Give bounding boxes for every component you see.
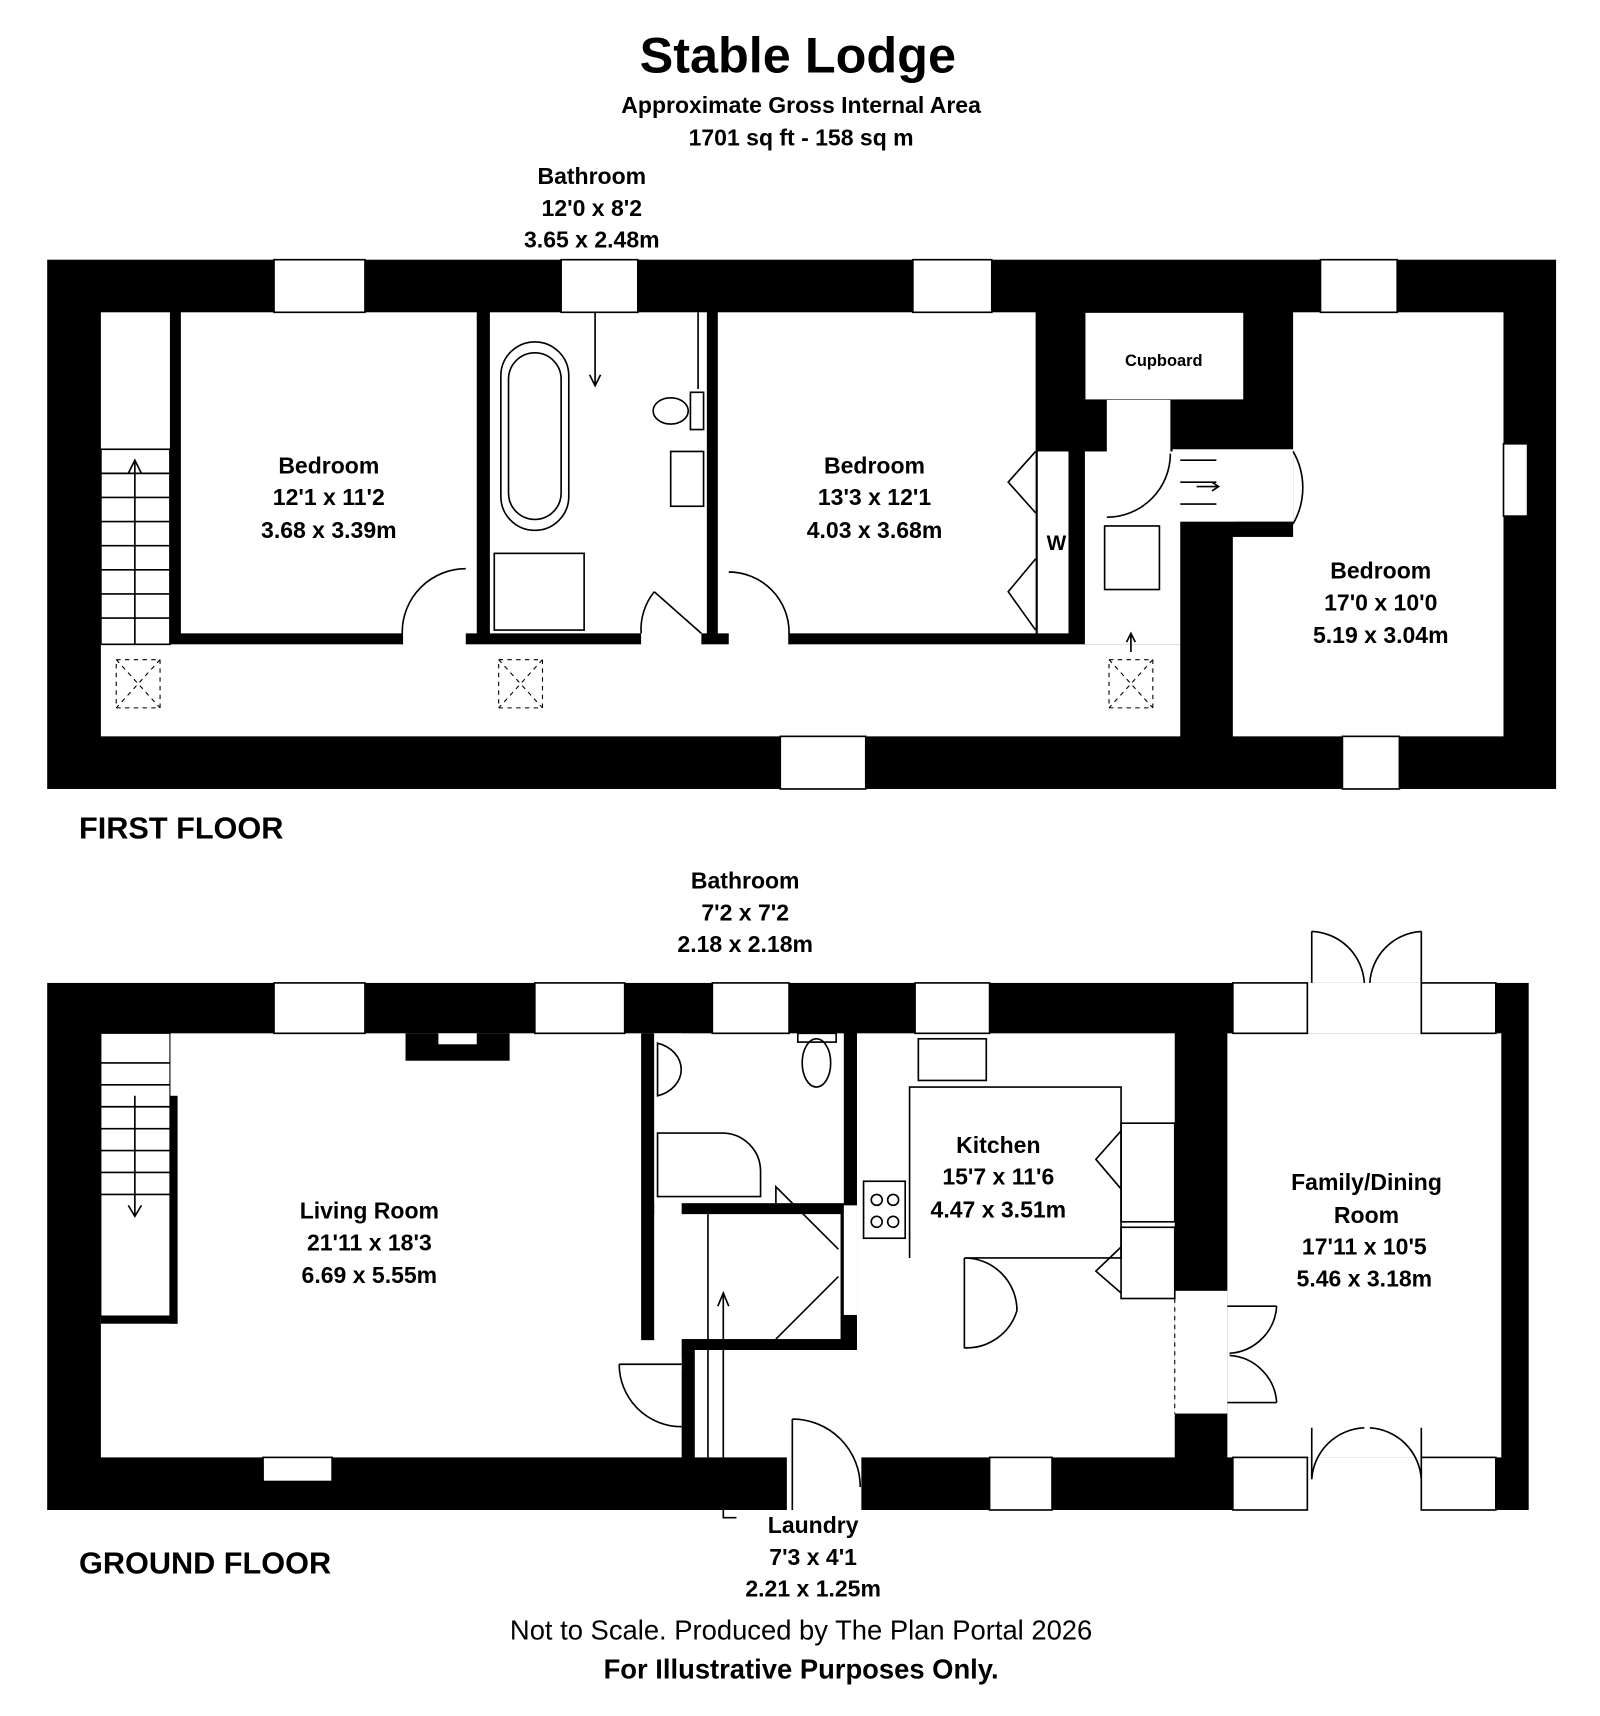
room-name: Bathroom xyxy=(691,868,800,894)
door xyxy=(618,1363,682,1428)
room-name: Bedroom xyxy=(1330,558,1431,584)
room-dimensions-metric: 3.65 x 2.48m xyxy=(524,227,660,253)
room-name: Kitchen xyxy=(956,1132,1040,1158)
room-name: Family/Dining xyxy=(1291,1169,1442,1195)
window xyxy=(779,735,867,790)
door-bedroom-1 xyxy=(401,567,466,645)
plan-subtitle: Approximate Gross Internal Area xyxy=(621,92,981,118)
room-name: Laundry xyxy=(768,1512,859,1538)
bedroom-3 xyxy=(1293,312,1504,543)
wardrobe-label: W xyxy=(1047,532,1067,555)
room-dimensions-imperial: 12'0 x 8'2 xyxy=(542,195,642,221)
sink xyxy=(669,450,705,508)
french-doors-front xyxy=(1310,1426,1423,1480)
room-dimensions-imperial: 17'11 x 10'5 xyxy=(1302,1234,1427,1260)
ground-floor-plan: Bathroom 7'2 x 7'2 2.18 x 2.18m xyxy=(47,868,1529,1602)
first-floor-label: FIRST FLOOR xyxy=(79,810,283,845)
window xyxy=(273,982,366,1035)
cupboard-unit xyxy=(1120,1122,1176,1223)
room-dimensions-imperial: 15'7 x 11'6 xyxy=(942,1164,1054,1190)
illustrative-note: For Illustrative Purposes Only. xyxy=(604,1654,999,1685)
room-name: Bathroom xyxy=(537,163,646,189)
room-dimensions-metric: 5.46 x 3.18m xyxy=(1297,1265,1433,1291)
wardrobe xyxy=(1037,451,1069,634)
room-dimensions-imperial: 17'0 x 10'0 xyxy=(1324,589,1437,615)
window xyxy=(1502,442,1529,517)
laundry-pointer xyxy=(707,1214,730,1458)
kitchen-counter xyxy=(908,1086,1122,1349)
double-door xyxy=(1227,1305,1278,1404)
room-dimensions-metric: 4.03 x 3.68m xyxy=(807,517,943,543)
french-doors-rear xyxy=(1310,930,1423,983)
room-dimensions-imperial: 21'11 x 18'3 xyxy=(307,1229,432,1255)
toilet xyxy=(652,396,690,425)
room-name: Bedroom xyxy=(278,452,379,478)
room-name: Room xyxy=(1334,1202,1399,1228)
room-dimensions-metric: 2.18 x 2.18m xyxy=(677,931,813,957)
cupboard-label: Cupboard xyxy=(1125,352,1203,370)
room-dimensions-imperial: 7'2 x 7'2 xyxy=(701,899,789,925)
shower xyxy=(493,552,585,631)
bedroom-2 xyxy=(717,312,1036,634)
window xyxy=(1319,258,1399,314)
entrance-door xyxy=(791,1418,862,1510)
window xyxy=(1232,982,1309,1035)
window xyxy=(1420,1456,1497,1511)
room-name: Bedroom xyxy=(824,452,925,478)
bathtub xyxy=(500,341,570,532)
window xyxy=(711,982,790,1035)
living-room xyxy=(100,1033,682,1458)
room-dimensions-imperial: 7'3 x 4'1 xyxy=(769,1544,857,1570)
window xyxy=(273,258,366,314)
landing xyxy=(100,644,1181,737)
room-name: Living Room xyxy=(300,1198,439,1224)
staircase-ground xyxy=(100,1062,170,1218)
room-dimensions-metric: 5.19 x 3.04m xyxy=(1313,622,1449,648)
cupboard xyxy=(1084,311,1245,401)
window xyxy=(262,1456,333,1483)
bathroom-first xyxy=(489,312,707,634)
skylight xyxy=(498,659,544,709)
skylight xyxy=(1108,659,1154,709)
laundry xyxy=(654,1214,841,1340)
room-dimensions-metric: 6.69 x 5.55m xyxy=(302,1262,438,1288)
window xyxy=(1420,982,1497,1035)
shower xyxy=(656,1132,762,1198)
kitchen-sink xyxy=(917,1037,988,1082)
first-floor-plan: Bathroom 12'0 x 8'2 3.65 x 2.48m Bedroom… xyxy=(47,163,1557,845)
plan-area: 1701 sq ft - 158 sq m xyxy=(689,125,914,151)
staircase-first xyxy=(100,448,171,646)
cooker xyxy=(862,1180,907,1240)
landing-upper xyxy=(1084,451,1181,645)
toilet xyxy=(801,1037,832,1088)
room-dimensions-metric: 3.68 x 3.39m xyxy=(261,517,397,543)
bathroom-ground xyxy=(654,1033,844,1204)
room-dimensions-imperial: 13'3 x 12'1 xyxy=(818,484,931,510)
window xyxy=(1232,1456,1309,1511)
hallway xyxy=(694,1350,1175,1458)
room-dimensions-metric: 4.47 x 3.51m xyxy=(931,1196,1067,1222)
window xyxy=(533,982,626,1035)
window xyxy=(912,258,993,314)
room-dimensions-imperial: 12'1 x 11'2 xyxy=(273,484,385,510)
plan-title: Stable Lodge xyxy=(640,26,956,83)
room-dimensions-metric: 2.21 x 1.25m xyxy=(745,1576,881,1602)
bedroom-1 xyxy=(180,312,477,634)
window xyxy=(988,1456,1053,1511)
disclaimer: Not to Scale. Produced by The Plan Porta… xyxy=(510,1614,1092,1645)
ground-floor-label: GROUND FLOOR xyxy=(79,1546,331,1581)
window xyxy=(1341,735,1401,790)
window xyxy=(560,258,639,314)
window xyxy=(914,982,991,1035)
sink xyxy=(656,1042,683,1097)
